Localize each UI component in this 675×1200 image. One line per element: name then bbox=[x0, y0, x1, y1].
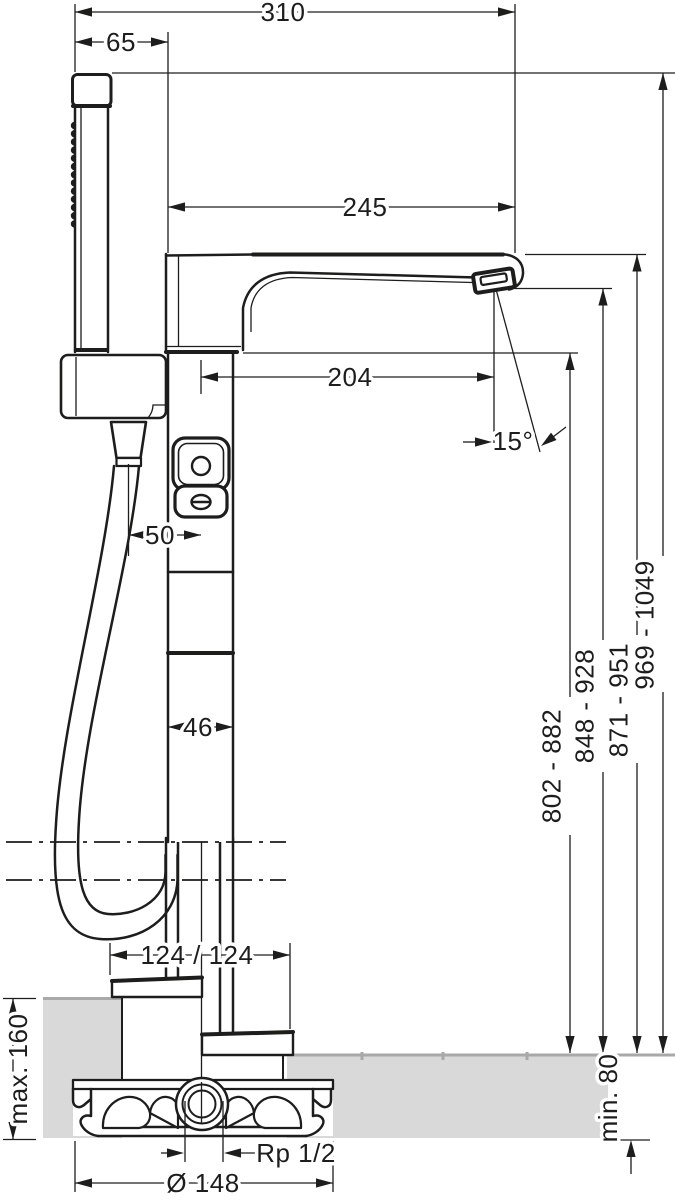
riser-column bbox=[166, 350, 235, 844]
shower-hose bbox=[53, 464, 179, 941]
dim-min-floor-buildup: min. 80 bbox=[593, 1054, 623, 1143]
escutcheon-plinths bbox=[110, 975, 295, 1057]
base-flange bbox=[71, 1076, 335, 1138]
dim-riser-width: 46 bbox=[183, 712, 213, 742]
dim-height-spout-underside: 802 - 882 bbox=[537, 709, 567, 823]
dim-spout-reach: 204 bbox=[328, 362, 373, 392]
dim-overall-height: 969 - 1049 bbox=[630, 560, 660, 689]
extension-lines bbox=[3, 4, 675, 1192]
dim-spray-angle: 15° bbox=[493, 426, 534, 456]
mixer-handle bbox=[171, 436, 231, 519]
spout-body bbox=[164, 252, 525, 354]
dim-height-outlet: 848 - 928 bbox=[570, 649, 600, 763]
dim-spout-width: 245 bbox=[343, 192, 388, 222]
dim-handshower-offset: 65 bbox=[106, 27, 136, 57]
break-lines bbox=[6, 841, 286, 881]
riser-pipes bbox=[164, 836, 235, 1034]
handle-button bbox=[190, 455, 212, 477]
hose-nut bbox=[109, 420, 148, 460]
hand-shower-head bbox=[71, 73, 113, 108]
hand-shower bbox=[70, 73, 113, 354]
dim-max-floor-buildup: max. 160 bbox=[3, 1014, 33, 1125]
shower-holder bbox=[59, 353, 168, 468]
underfloor-body bbox=[121, 997, 284, 1081]
dim-total-width: 310 bbox=[261, 0, 306, 27]
dim-base-diameter: Ø 148 bbox=[166, 1168, 239, 1198]
aerator-outlet bbox=[471, 266, 517, 295]
dim-escutcheon-width: 124 / 124 bbox=[141, 940, 254, 970]
dimension-lines bbox=[75, 11, 664, 1184]
dim-connection-size: Rp 1/2 bbox=[256, 1138, 336, 1168]
floor-sections bbox=[43, 997, 675, 1138]
dim-hose-offset: 50 bbox=[145, 520, 175, 550]
dim-height-spout-top: 871 - 951 bbox=[604, 643, 634, 757]
arrowheads bbox=[8, 7, 668, 1188]
